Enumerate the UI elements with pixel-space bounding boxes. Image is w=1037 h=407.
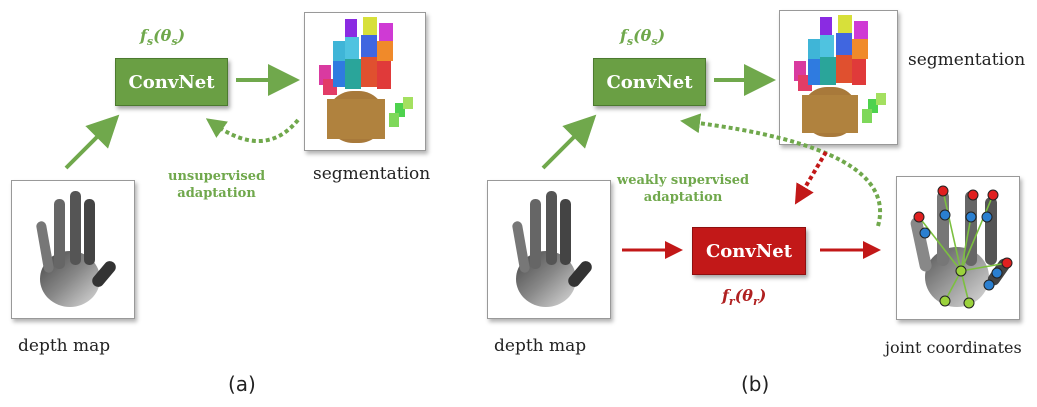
panel-a-convnet-box: ConvNet bbox=[115, 58, 228, 106]
panel-a-depth-label: depth map bbox=[18, 336, 111, 356]
panel-a-segmentation-label: segmentation bbox=[313, 164, 431, 184]
panel-b-segmentation-label: segmentation bbox=[908, 50, 1026, 70]
segmentation-hand-image-b bbox=[794, 15, 886, 137]
panel-b-caption: (b) bbox=[741, 372, 770, 396]
panel-b-convnet-s-label: ConvNet bbox=[606, 71, 693, 93]
joint-skeleton-image bbox=[910, 185, 1013, 309]
depth-hand-image-b bbox=[512, 191, 592, 307]
panel-b-arrow-adaptation bbox=[680, 113, 882, 227]
panel-b-segmentation-image bbox=[779, 10, 898, 145]
panel-b-function-r-label: fr(θr) bbox=[722, 286, 767, 309]
panel-b-depth-label: depth map bbox=[494, 336, 587, 356]
segmentation-hand-image bbox=[319, 17, 413, 143]
depth-hand-image bbox=[36, 191, 116, 307]
panel-b-function-s-label: fs(θs) bbox=[620, 26, 666, 49]
panel-a-arrow-depth-to-convnet bbox=[64, 114, 120, 170]
panel-b-convnet-r-label: ConvNet bbox=[705, 240, 793, 262]
panel-a-function-label: fs(θs) bbox=[140, 26, 186, 49]
panel-a-adaptation-label: unsupervised adaptation bbox=[168, 169, 266, 201]
panel-b-convnet-s-box: ConvNet bbox=[593, 58, 706, 106]
panel-b-arrow-seg-to-convnet-r bbox=[794, 150, 828, 205]
panel-b-convnet-r-box: ConvNet bbox=[692, 227, 806, 275]
panel-b-joints-label: joint coordinates bbox=[885, 338, 1022, 357]
panel-a-caption: (a) bbox=[228, 372, 256, 396]
panel-b-depth-image bbox=[487, 180, 611, 319]
panel-a-depth-image bbox=[11, 180, 135, 319]
panel-b-adaptation-label: weakly supervised adaptation bbox=[617, 173, 750, 205]
panel-b-joints-image bbox=[896, 176, 1020, 320]
panel-a-segmentation-image bbox=[304, 12, 426, 151]
panel-b-arrow-depth-to-convnet bbox=[541, 114, 597, 170]
panel-a-convnet-label: ConvNet bbox=[128, 71, 215, 93]
panel-a-arrow-adaptation bbox=[205, 118, 300, 144]
